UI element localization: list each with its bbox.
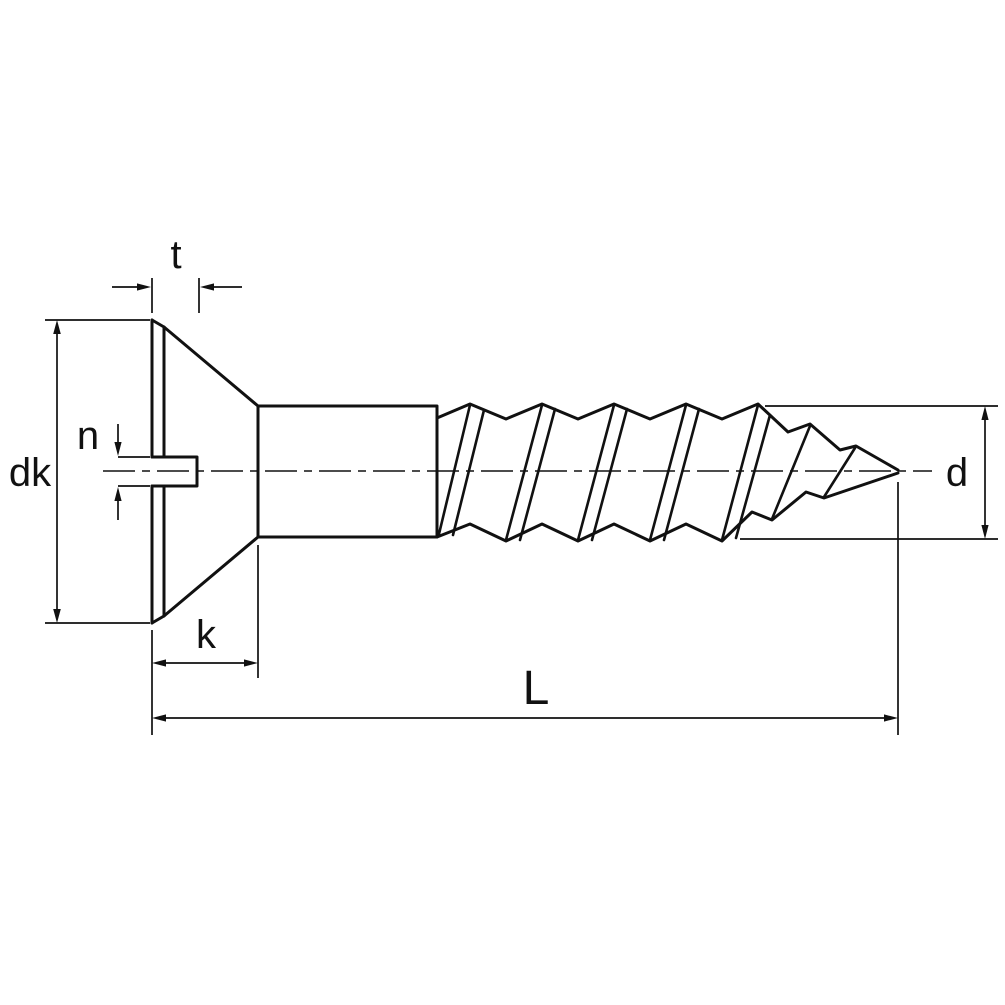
screw-outline (150, 318, 900, 625)
shank-outline (256, 404, 439, 539)
dim-dk-extension-lines (45, 319, 150, 624)
head-cone-edges (150, 318, 260, 625)
dim-k-arrow-right (244, 659, 258, 667)
dim-d-arrow-bottom (981, 525, 989, 539)
dim-L: L (152, 482, 899, 735)
dim-t: t (112, 233, 242, 313)
dim-L-arrow-left (152, 714, 166, 722)
dim-label-d: d (946, 451, 968, 495)
dim-dk: dk (9, 319, 150, 624)
dim-label-t: t (170, 233, 181, 277)
dim-k: k (151, 545, 259, 735)
dim-n-arrow-top (114, 442, 122, 456)
dim-label-n: n (77, 414, 99, 458)
dim-k-arrow-left (152, 659, 166, 667)
dim-L-arrow-right (884, 714, 898, 722)
dim-n-extension-lines (118, 456, 150, 487)
dim-label-L: L (523, 662, 550, 715)
dim-t-arrow-left (137, 283, 151, 291)
dim-label-k: k (196, 613, 217, 657)
head-slot (150, 455, 199, 488)
dim-dk-arrow-bottom (53, 609, 61, 623)
dim-n-arrow-bottom (114, 487, 122, 501)
dim-k-extension-lines (151, 545, 259, 735)
thread-flank-lines (437, 403, 857, 542)
dim-d-arrow-top (981, 406, 989, 420)
dim-d-extension-lines (740, 405, 998, 540)
thread-bottom-profile (435, 471, 900, 543)
dim-d: d (740, 405, 998, 540)
dim-t-arrow-right (200, 283, 214, 291)
dim-t-extension-lines (151, 278, 200, 313)
dim-label-dk: dk (9, 451, 52, 495)
dim-dk-arrow-top (53, 320, 61, 334)
thread-top-profile (435, 402, 900, 472)
dim-n: n (77, 414, 150, 520)
